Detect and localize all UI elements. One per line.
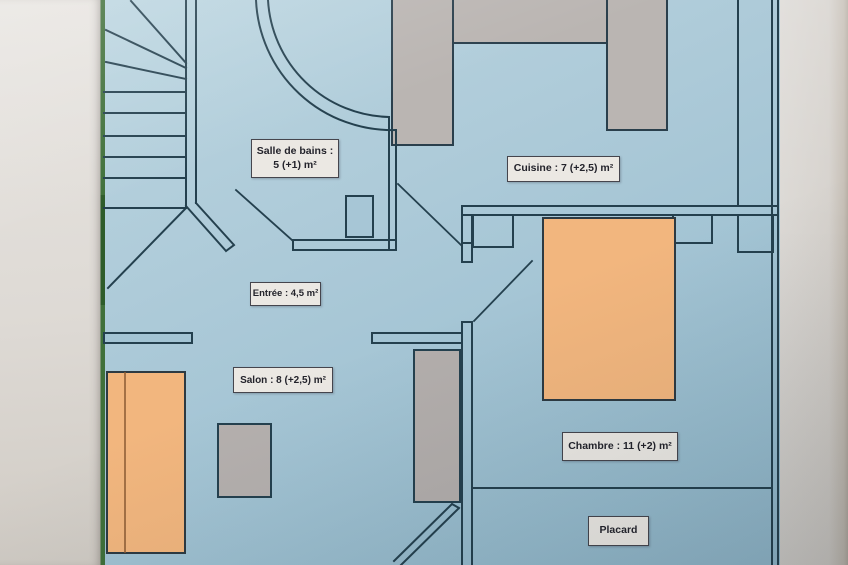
kitchen-counter-left bbox=[391, 0, 454, 146]
sofa bbox=[106, 371, 186, 554]
staircase-treads bbox=[103, 0, 188, 290]
room-label-text: Chambre : 11 (+2) m² bbox=[568, 439, 672, 452]
room-label-salle-de-bains: Salle de bains : 5 (+1) m² bbox=[251, 139, 339, 178]
bathroom-walls bbox=[292, 116, 397, 251]
kitchen-door-swing bbox=[396, 182, 463, 247]
paper-margin-left bbox=[0, 0, 101, 565]
room-label-text: Entrée : 4,5 m² bbox=[252, 287, 319, 299]
salon-walls bbox=[103, 332, 463, 344]
room-label-text: Cuisine : 7 (+2,5) m² bbox=[513, 162, 614, 175]
kitchen-counter-top bbox=[452, 0, 608, 44]
room-label-salon: Salon : 8 (+2,5) m² bbox=[233, 367, 333, 393]
room-label-entree: Entrée : 4,5 m² bbox=[250, 282, 321, 306]
salon-table bbox=[217, 423, 272, 498]
room-label-placard: Placard bbox=[588, 516, 649, 546]
paper-margin-right bbox=[780, 0, 848, 565]
bed bbox=[542, 217, 676, 401]
bathroom-door-swing bbox=[234, 188, 295, 243]
room-label-text: Salon : 8 (+2,5) m² bbox=[240, 374, 326, 386]
right-outer-wall bbox=[771, 0, 779, 565]
open-door-panel bbox=[413, 349, 461, 503]
room-label-chambre: Chambre : 11 (+2) m² bbox=[562, 432, 678, 461]
room-label-text: 5 (+1) m² bbox=[273, 158, 317, 171]
room-label-text: Placard bbox=[599, 524, 638, 537]
room-label-text: Salle de bains : bbox=[256, 144, 334, 157]
kitchen-counter-right bbox=[606, 0, 668, 131]
left-wall-green bbox=[100, 0, 105, 565]
bathroom-curved-wall bbox=[254, 0, 398, 132]
staircase-wall bbox=[184, 0, 236, 253]
toilet-fixture bbox=[345, 195, 374, 238]
kitchen-counters bbox=[391, 0, 668, 146]
bedroom-door-swing bbox=[472, 259, 534, 323]
salon-door-swing bbox=[392, 502, 461, 565]
room-label-cuisine: Cuisine : 7 (+2,5) m² bbox=[507, 156, 620, 182]
